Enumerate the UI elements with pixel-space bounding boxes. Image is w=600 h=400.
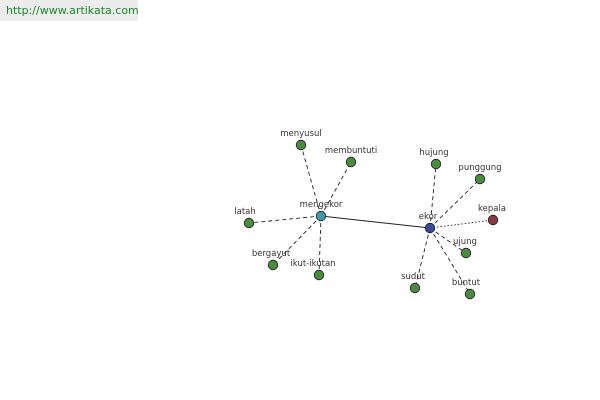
node-bergayut[interactable]: bergayut — [252, 249, 291, 271]
node-ikut-ikutan[interactable]: ikut-ikutan — [290, 259, 336, 281]
node-circle-mengekor[interactable] — [315, 210, 327, 222]
node-circle-latah[interactable] — [243, 217, 255, 229]
node-circle-ujung[interactable] — [460, 247, 472, 259]
node-punggung[interactable]: punggung — [458, 163, 502, 185]
node-circle-hujung[interactable] — [430, 158, 442, 170]
node-hujung[interactable]: hujung — [419, 148, 449, 170]
edge-ekor-hujung — [429, 163, 437, 229]
node-sudut[interactable]: sudut — [401, 272, 426, 294]
edge-mengekor-ekor — [320, 215, 431, 229]
edges-layer — [248, 144, 494, 295]
node-label-buntut: buntut — [452, 278, 481, 288]
edge-ekor-sudut — [414, 227, 431, 289]
node-ujung[interactable]: ujung — [453, 237, 477, 259]
node-membuntuti[interactable]: membuntuti — [325, 146, 377, 168]
node-kepala[interactable]: kepala — [478, 204, 506, 226]
node-circle-kepala[interactable] — [487, 214, 499, 226]
node-ekor[interactable]: ekor — [419, 212, 438, 234]
source-bar: http://www.artikata.com — [0, 0, 139, 21]
edge-mengekor-menyusul — [300, 144, 322, 217]
node-label-mengekor: mengekor — [300, 200, 343, 210]
node-buntut[interactable]: buntut — [452, 278, 481, 300]
node-circle-menyusul[interactable] — [295, 139, 307, 151]
node-mengekor[interactable]: mengekor — [300, 200, 343, 222]
node-label-kepala: kepala — [478, 204, 506, 214]
edge-ekor-kepala — [429, 219, 494, 229]
node-circle-buntut[interactable] — [464, 288, 476, 300]
source-url-link[interactable]: http://www.artikata.com — [6, 4, 139, 17]
node-label-ujung: ujung — [453, 237, 477, 247]
node-label-punggung: punggung — [458, 163, 501, 173]
node-latah[interactable]: latah — [234, 207, 256, 229]
node-label-ekor: ekor — [419, 212, 438, 222]
node-circle-sudut[interactable] — [409, 282, 421, 294]
node-menyusul[interactable]: menyusul — [280, 129, 322, 151]
node-label-bergayut: bergayut — [252, 249, 291, 259]
node-circle-ekor[interactable] — [424, 222, 436, 234]
edge-ekor-buntut — [429, 227, 471, 295]
edge-ekor-ujung — [429, 227, 467, 254]
node-circle-punggung[interactable] — [474, 173, 486, 185]
node-circle-ikut-ikutan[interactable] — [313, 269, 325, 281]
node-label-menyusul: menyusul — [280, 129, 322, 139]
edge-mengekor-membuntuti — [320, 161, 352, 217]
node-label-sudut: sudut — [401, 272, 426, 282]
edge-ekor-punggung — [429, 178, 481, 229]
edge-mengekor-bergayut — [272, 215, 322, 266]
node-circle-bergayut[interactable] — [267, 259, 279, 271]
edge-mengekor-ikut-ikutan — [318, 215, 322, 276]
node-circle-membuntuti[interactable] — [345, 156, 357, 168]
node-label-hujung: hujung — [419, 148, 448, 158]
node-label-latah: latah — [234, 207, 256, 217]
edge-mengekor-latah — [248, 215, 322, 224]
node-label-membuntuti: membuntuti — [325, 146, 377, 156]
node-label-ikut-ikutan: ikut-ikutan — [290, 259, 335, 269]
